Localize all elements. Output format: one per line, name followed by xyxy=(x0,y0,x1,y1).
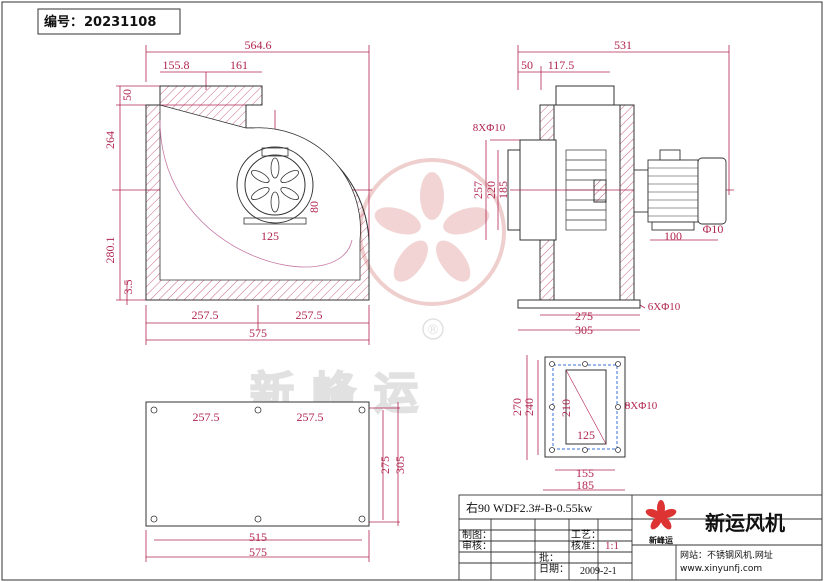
base-view: 257.5 257.5 275 305 515 575 xyxy=(145,401,407,562)
website-line-2: www.xinyunfj.com xyxy=(680,564,762,574)
dim-base-total: 575 xyxy=(249,326,267,340)
dim-base-height: 3.5 xyxy=(121,280,135,295)
drawing-number-label: 编号： xyxy=(44,14,83,30)
flange-dim-h-outer: 270 xyxy=(510,398,524,416)
logo-text: 新峰运 xyxy=(649,535,673,545)
label-date: 日期： xyxy=(539,563,569,575)
dim-half-base-right: 257.5 xyxy=(296,308,323,322)
dim-half-base-left: 257.5 xyxy=(192,308,219,322)
side-dim-base-outer: 305 xyxy=(575,323,593,337)
dim-hub: 125 xyxy=(261,229,279,243)
side-dim-h3: 185 xyxy=(496,181,510,199)
flange-dim-h-opening: 210 xyxy=(559,399,573,417)
drawing-number-value: 20231108 xyxy=(84,15,156,30)
dim-width-total: 564.6 xyxy=(245,38,272,52)
model-text: 右90 WDF2.3#-B-0.55kw xyxy=(466,500,593,515)
company-logo-icon: 新峰运 xyxy=(645,500,677,545)
dim-inlet-height: 50 xyxy=(120,89,134,101)
side-dim-h1: 257 xyxy=(471,181,485,199)
label-verify: 核准： xyxy=(571,539,601,552)
side-dim-flange: 50 xyxy=(521,58,533,72)
dim-inlet-width: 161 xyxy=(230,58,248,72)
scale-value: 1:1 xyxy=(605,540,619,552)
title-block: 右90 WDF2.3#-B-0.55kw 制图： 审核： 批： 工艺： 核准： … xyxy=(458,494,823,581)
side-dim-motor: 100 xyxy=(664,229,682,243)
flange-dim-w-outer: 185 xyxy=(576,478,594,492)
side-dim-base-holes: 6XΦ10 xyxy=(648,301,681,313)
dim-upper-height: 264 xyxy=(103,131,117,149)
flange-dim-w-inner: 155 xyxy=(576,466,594,480)
side-dim-holes: 8XΦ10 xyxy=(473,122,506,134)
company-name: 新运风机 xyxy=(705,511,785,535)
date-value: 2009-2-1 xyxy=(580,566,617,577)
base-dim-depth-outer: 305 xyxy=(393,456,407,474)
website-line-1: 网站：不锈钢风机.网址 xyxy=(680,549,773,561)
base-dim-depth-inner: 275 xyxy=(378,456,392,474)
flange-dim-holes: 8XΦ10 xyxy=(625,400,658,412)
side-dim-h2: 220 xyxy=(484,181,498,199)
flange-view: 270 240 210 8XΦ10 125 155 185 xyxy=(510,355,658,492)
dim-hub-height: 80 xyxy=(307,201,321,213)
base-dim-half-right: 257.5 xyxy=(297,410,324,424)
dim-lower-height: 280.1 xyxy=(103,237,117,264)
label-drawn: 制图： xyxy=(462,528,492,541)
watermark-registered: ® xyxy=(427,323,440,338)
label-checked: 审核： xyxy=(462,539,492,552)
dim-inlet-offset: 155.8 xyxy=(163,58,190,72)
side-dim-base-inner: 275 xyxy=(575,309,593,323)
base-dim-width-inner: 515 xyxy=(249,530,267,544)
base-dim-width-outer: 575 xyxy=(249,545,267,559)
flange-dim-h-inner: 240 xyxy=(522,398,536,416)
flange-dim-w-opening: 125 xyxy=(577,428,595,442)
side-dim-width-total: 531 xyxy=(614,38,632,52)
label-process: 工艺： xyxy=(571,529,601,541)
side-dim-inlet: 117.5 xyxy=(548,58,575,72)
side-dim-motor-hole: Φ10 xyxy=(703,222,724,236)
label-approved: 批： xyxy=(539,551,559,564)
side-view: 531 50 117.5 8XΦ10 257 220 185 100 Φ10 2… xyxy=(471,38,734,337)
base-dim-half-left: 257.5 xyxy=(193,410,220,424)
front-view: 564.6 155.8 161 50 264 280.1 3.5 125 80 … xyxy=(103,38,372,345)
header-box: 编号： 20231108 xyxy=(37,8,181,35)
